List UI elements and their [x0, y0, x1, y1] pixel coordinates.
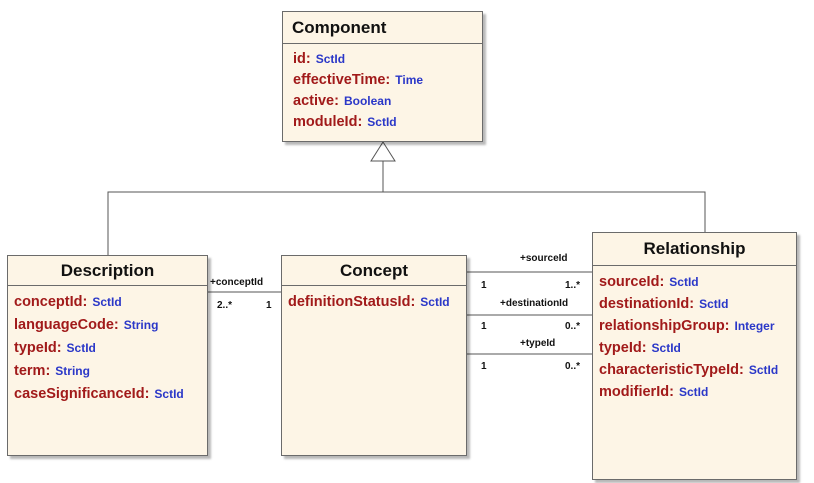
attribute-type: SctId: [678, 385, 709, 399]
attribute-type: SctId: [669, 275, 699, 289]
class-component-title: Component: [283, 12, 482, 44]
attribute-name: modifierId: [599, 384, 670, 400]
multiplicity-relationship-type: 0..*: [565, 361, 581, 372]
generalization-arrowhead: [370, 141, 396, 162]
attribute-row: typeId: SctId: [14, 337, 201, 360]
attribute-type: SctId: [367, 115, 397, 129]
attribute-row: caseSignificanceId: SctId: [14, 383, 201, 406]
attribute-colon: :: [334, 93, 339, 109]
attribute-colon: :: [82, 294, 88, 310]
role-label-destinationId: +destinationId: [500, 298, 569, 309]
attribute-colon: :: [659, 274, 665, 290]
attribute-colon: :: [113, 317, 119, 333]
class-concept: Concept definitionStatusId: SctId: [281, 255, 467, 456]
attribute-colon: :: [56, 340, 62, 356]
attribute-type: Time: [395, 73, 424, 87]
attribute-type: SctId: [154, 387, 184, 401]
role-label-conceptId: +conceptId: [210, 277, 264, 288]
attribute-row: id: SctId: [293, 49, 476, 70]
multiplicity-concept-type: 1: [481, 361, 487, 372]
attribute-row: active: Boolean: [293, 91, 476, 112]
attribute-type: Integer: [734, 319, 775, 333]
attribute-type: SctId: [315, 52, 346, 66]
multiplicity-relationship-destination: 0..*: [565, 321, 581, 332]
attribute-name: languageCode: [14, 317, 114, 333]
multiplicity-concept-destination: 1: [481, 321, 487, 332]
role-label-typeId: +typeId: [520, 338, 556, 349]
multiplicity-concept-conceptId: 1: [266, 300, 272, 311]
attribute-row: modifierId: SctId: [599, 381, 790, 403]
attribute-name: effectiveTime: [293, 72, 386, 88]
class-relationship-attributes: sourceId: SctId destinationId: SctId relatio…: [593, 266, 796, 403]
attribute-colon: :: [689, 296, 695, 312]
attribute-type: SctId: [699, 297, 729, 311]
multiplicity-description: 2..*: [217, 300, 233, 311]
attribute-colon: :: [144, 386, 150, 402]
attribute-type: String: [55, 364, 90, 378]
generalization-line: [107, 191, 706, 255]
attribute-type: SctId: [66, 341, 96, 355]
attribute-row: moduleId: SctId: [293, 112, 476, 133]
attribute-row: sourceId: SctId: [599, 271, 790, 293]
class-component-attributes: id: SctId effectiveTime: Time active: Boolean…: [283, 44, 482, 133]
attribute-name: conceptId: [14, 294, 83, 310]
attribute-colon: :: [45, 363, 51, 379]
attribute-row: relationshipGroup: Integer: [599, 315, 790, 337]
attribute-type: SctId: [651, 341, 681, 355]
attribute-row: term: String: [14, 360, 201, 383]
class-component: Component id: SctId effectiveTime: Time acti…: [282, 11, 483, 142]
attribute-colon: :: [724, 318, 730, 334]
attribute-name: caseSignificanceId: [14, 386, 145, 402]
attribute-type: SctId: [748, 363, 779, 377]
attribute-type: SctId: [92, 295, 122, 309]
class-relationship-title: Relationship: [593, 233, 796, 266]
attribute-colon: :: [669, 384, 674, 400]
attribute-type: String: [123, 318, 159, 332]
class-concept-title: Concept: [282, 256, 466, 286]
multiplicity-relationship-source: 1..*: [565, 280, 581, 291]
attribute-name: active: [293, 93, 335, 109]
attribute-type: Boolean: [343, 94, 392, 108]
attribute-name: destinationId: [599, 296, 690, 312]
attribute-row: characteristicTypeId: SctId: [599, 359, 790, 381]
attribute-name: sourceId: [599, 274, 660, 290]
attribute-row: typeId: SctId: [599, 337, 790, 359]
attribute-colon: :: [410, 294, 416, 310]
attribute-name: definitionStatusId: [288, 294, 411, 310]
multiplicity-concept-source: 1: [481, 280, 487, 291]
attribute-colon: :: [641, 340, 647, 356]
attribute-colon: :: [357, 114, 363, 130]
attribute-name: typeId: [599, 340, 642, 356]
attribute-name: typeId: [14, 340, 57, 356]
attribute-row: languageCode: String: [14, 314, 201, 337]
attribute-type: SctId: [420, 295, 450, 309]
attribute-row: destinationId: SctId: [599, 293, 790, 315]
attribute-colon: :: [738, 362, 744, 378]
role-label-sourceId: +sourceId: [520, 253, 568, 264]
attribute-row: definitionStatusId: SctId: [288, 291, 460, 314]
attribute-row: effectiveTime: Time: [293, 70, 476, 91]
attribute-name: moduleId: [293, 114, 358, 130]
attribute-name: relationshipGroup: [599, 318, 725, 334]
attribute-colon: :: [305, 51, 311, 67]
attribute-name: id: [293, 51, 306, 67]
class-description-attributes: conceptId: SctId languageCode: String typeId…: [8, 286, 207, 406]
attribute-name: characteristicTypeId: [599, 362, 739, 378]
class-description: Description conceptId: SctId languageCode:…: [7, 255, 208, 456]
class-concept-attributes: definitionStatusId: SctId: [282, 286, 466, 314]
attribute-row: conceptId: SctId: [14, 291, 201, 314]
attribute-colon: :: [385, 72, 391, 88]
class-description-title: Description: [8, 256, 207, 286]
attribute-name: term: [14, 363, 46, 379]
